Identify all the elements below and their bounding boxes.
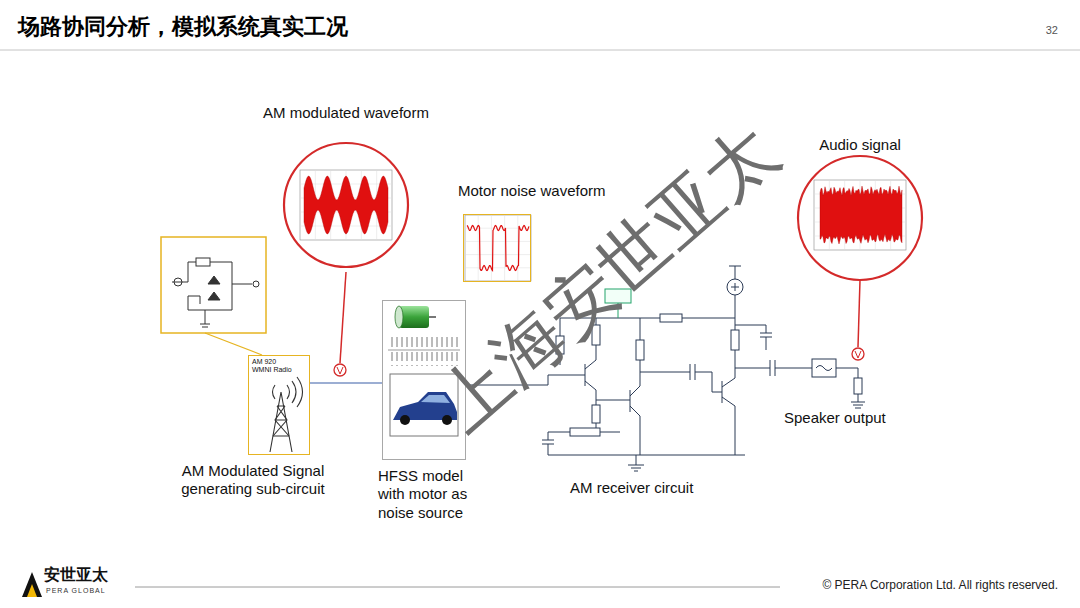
label-holder: AM receiver circuit bbox=[570, 480, 693, 497]
grid-line bbox=[504, 215, 505, 281]
plot-frame bbox=[814, 180, 906, 250]
logo-subtext: PERA GLOBAL bbox=[46, 587, 106, 595]
waveform-trace bbox=[820, 186, 902, 244]
plot-box bbox=[463, 214, 531, 282]
footer-rule bbox=[135, 587, 780, 588]
node-label: AM 920 WMNI Radio bbox=[252, 358, 292, 374]
radio-tower bbox=[270, 377, 303, 452]
block-outline: AM 920 WMNI Radio bbox=[248, 355, 310, 455]
label-holder: PERA GLOBAL bbox=[46, 587, 106, 595]
header-rule bbox=[0, 50, 1080, 51]
sub-circuit bbox=[161, 237, 266, 355]
callout-outline bbox=[798, 156, 922, 280]
label-holder: 上海安世亚太 bbox=[424, 111, 791, 445]
probe-am bbox=[334, 272, 346, 376]
wire bbox=[310, 382, 382, 383]
grid-line bbox=[465, 241, 531, 242]
copyright: © PERA Corporation Ltd. All rights reser… bbox=[822, 579, 1058, 592]
block-label: Speaker output bbox=[784, 410, 886, 427]
page-number: 32 bbox=[1046, 24, 1058, 36]
block-label: AM receiver circuit bbox=[570, 480, 693, 497]
slide-title: 场路协同分析，模拟系统真实工况 bbox=[18, 12, 348, 42]
logo-text: 安世亚太 bbox=[44, 566, 108, 584]
grid-line bbox=[465, 267, 531, 268]
callout-outline bbox=[284, 143, 408, 267]
callout-ground bbox=[285, 144, 407, 266]
waveform-trace bbox=[304, 176, 388, 234]
am-plot bbox=[285, 144, 407, 266]
probe-audio bbox=[852, 280, 864, 360]
grid-line bbox=[491, 215, 492, 281]
node-label: Motor noise waveform bbox=[458, 182, 606, 200]
waveform-callout: Audio signal bbox=[794, 136, 926, 282]
label-holder: 安世亚太 bbox=[44, 566, 108, 584]
waveform-callout: AM modulated waveform bbox=[260, 104, 432, 269]
motor-noise-plot bbox=[465, 215, 531, 281]
callout-circle bbox=[796, 154, 924, 282]
node-label: AM modulated waveform bbox=[260, 104, 432, 122]
logo-mark bbox=[22, 572, 42, 597]
waveform-trace bbox=[467, 226, 529, 271]
plot-frame bbox=[465, 215, 531, 281]
label-holder: 32 bbox=[1046, 24, 1058, 36]
title-holder: 场路协同分析，模拟系统真实工况 bbox=[18, 12, 348, 42]
node-label: HFSS model with motor as noise source bbox=[378, 467, 480, 522]
label-holder: Speaker output bbox=[784, 410, 886, 427]
signal-source-block: AM 920 WMNI Radio AM Modulated Signal gen… bbox=[170, 355, 336, 499]
node-label: Audio signal bbox=[794, 136, 926, 154]
label-holder: © PERA Corporation Ltd. All rights reser… bbox=[822, 579, 1058, 592]
callout-circle bbox=[282, 141, 410, 269]
watermark: 上海安世亚太 bbox=[424, 111, 791, 445]
plot-frame bbox=[300, 170, 392, 240]
grid-line bbox=[465, 254, 531, 255]
node-label: AM Modulated Signal generating sub-circu… bbox=[170, 462, 336, 499]
